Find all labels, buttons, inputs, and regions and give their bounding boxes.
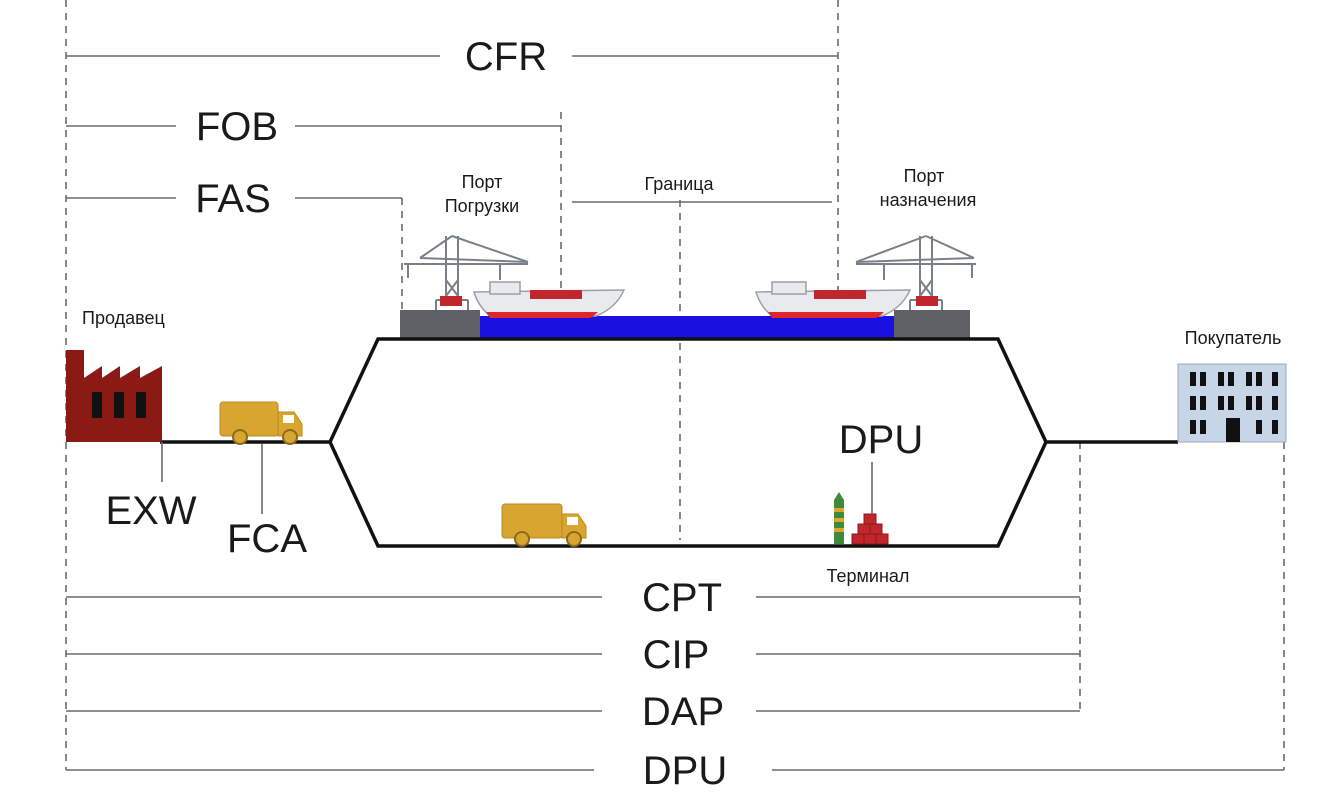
terminal-tower-icon <box>834 492 844 544</box>
loading-port-label-line1: Порт <box>462 172 503 192</box>
loading-crane-cargo-icon <box>440 296 462 306</box>
dpu-label: DPU <box>643 749 727 793</box>
loading-ship-icon <box>473 281 626 318</box>
seller-label: Продавец <box>82 308 165 328</box>
fas-label: FAS <box>195 177 271 221</box>
terminal-cargo-stack-icon <box>851 513 889 545</box>
loading-port-label-line2: Погрузки <box>445 196 520 216</box>
seller-truck-icon <box>219 401 303 445</box>
loading-dock <box>400 310 480 338</box>
destination-port-label-line1: Порт <box>904 166 945 186</box>
fob-label: FOB <box>196 105 278 149</box>
cpt-label: CPT <box>642 576 722 620</box>
road-truck-icon <box>501 503 587 547</box>
destination-port-label-line2: назначения <box>880 190 977 210</box>
transport-route-hexagon <box>328 337 1048 548</box>
fca-label: FCA <box>227 517 307 561</box>
dpu-terminal-label: DPU <box>839 418 923 462</box>
buyer-building-icon <box>1177 363 1287 443</box>
cfr-label: CFR <box>465 35 547 79</box>
terminal-label: Терминал <box>827 566 910 586</box>
destination-ship-icon <box>755 281 912 318</box>
destination-crane-cargo-icon <box>916 296 938 306</box>
seller-factory-icon <box>66 350 162 442</box>
sea <box>478 316 898 338</box>
border-label: Граница <box>644 174 714 194</box>
exw-label: EXW <box>105 489 196 533</box>
dap-label: DAP <box>642 690 724 734</box>
loading-port-crane-icon <box>404 235 529 310</box>
buyer-label: Покупатель <box>1185 328 1282 348</box>
cip-label: CIP <box>643 633 710 677</box>
destination-dock <box>894 310 970 338</box>
